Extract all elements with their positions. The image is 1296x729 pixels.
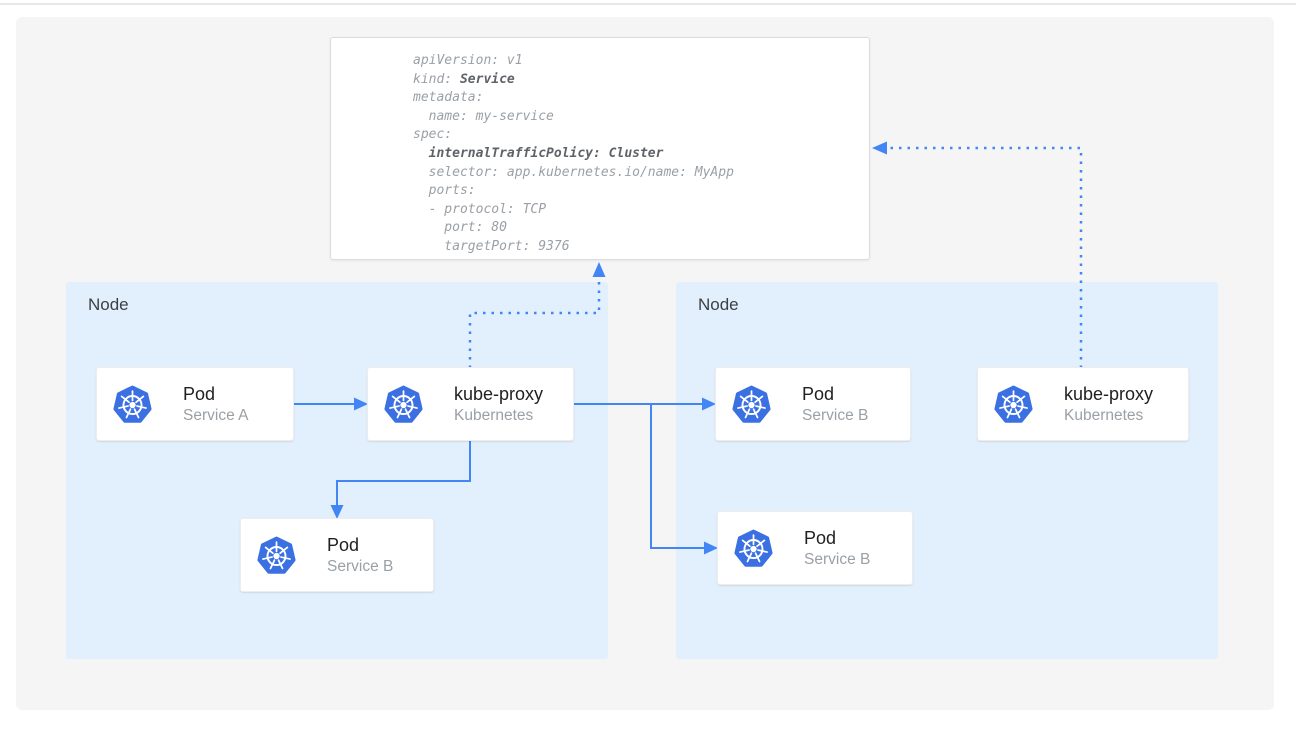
card-pod-service-b-right-top: Pod Service B: [716, 368, 910, 440]
kubernetes-icon: [383, 384, 424, 425]
yaml-line: spec:: [413, 127, 453, 143]
yaml-line: apiVersion: v1: [413, 53, 523, 68]
node-box-right: Node: [676, 282, 1218, 659]
yaml-line: name: my-service: [413, 108, 554, 124]
card-title: kube-proxy: [1064, 383, 1154, 404]
card-subtitle: Service A: [183, 406, 249, 424]
card-subtitle: Service B: [327, 557, 394, 575]
card-title: kube-proxy: [454, 383, 544, 404]
top-divider: [0, 3, 1296, 5]
card-subtitle: Kubernetes: [1064, 406, 1144, 424]
kubernetes-icon: [733, 528, 774, 569]
yaml-line: ports:: [413, 183, 476, 199]
card-title: Pod: [804, 527, 837, 548]
card-title: Pod: [327, 534, 360, 555]
kubernetes-icon: [731, 384, 772, 425]
yaml-line: internalTrafficPolicy: Cluster: [413, 145, 664, 161]
kubernetes-icon: [112, 384, 153, 425]
yaml-line: selector: app.kubernetes.io/name: MyApp: [413, 164, 734, 180]
node-label: Node: [698, 295, 739, 314]
card-subtitle: Service B: [802, 406, 869, 424]
card-kube-proxy-right: kube-proxy Kubernetes: [978, 368, 1188, 440]
yaml-line: targetPort: 9376: [413, 238, 570, 254]
card-pod-service-b-left: Pod Service B: [241, 519, 433, 591]
node-box-left: Node: [66, 282, 608, 659]
yaml-line: metadata:: [413, 90, 484, 106]
card-pod-service-b-right-bottom: Pod Service B: [718, 512, 912, 584]
yaml-line: kind: Service: [413, 71, 515, 87]
node-label: Node: [88, 295, 129, 314]
service-yaml-panel: apiVersion: v1 kind: Service metadata: n…: [330, 37, 870, 260]
card-subtitle: Service B: [804, 550, 871, 568]
kubernetes-icon: [993, 384, 1034, 425]
card-pod-service-a: Pod Service A: [97, 368, 293, 440]
yaml-line: - protocol: TCP: [413, 201, 547, 217]
card-kube-proxy-left: kube-proxy Kubernetes: [368, 368, 573, 440]
yaml-line: port: 80: [413, 220, 507, 236]
kubernetes-icon: [256, 535, 297, 576]
card-subtitle: Kubernetes: [454, 406, 534, 424]
card-title: Pod: [183, 383, 216, 404]
card-title: Pod: [802, 383, 835, 404]
